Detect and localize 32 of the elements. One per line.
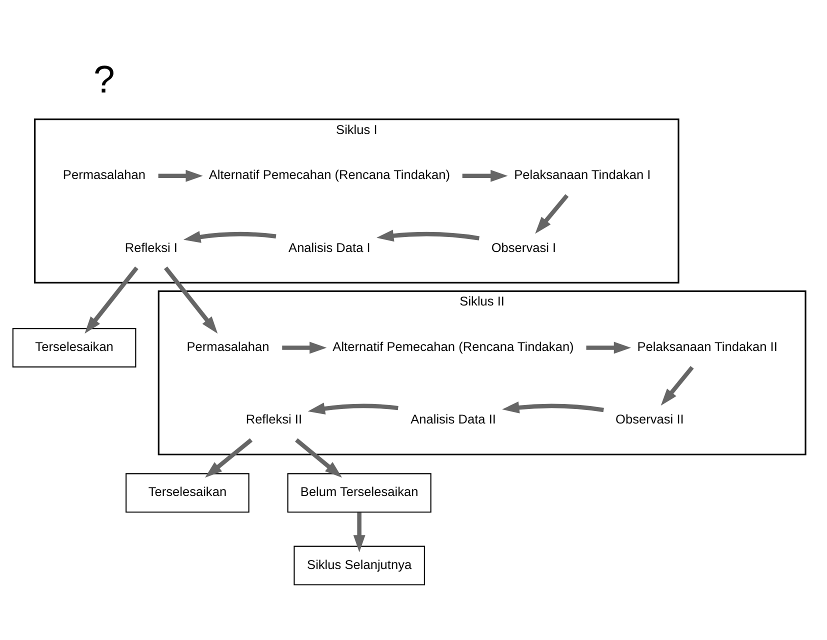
arrow — [376, 230, 480, 242]
arrow — [586, 342, 632, 354]
node-text: Observasi I — [491, 240, 556, 255]
node-box: Belum Terselesaikan — [287, 473, 432, 513]
arrow — [158, 170, 203, 182]
node-text: Permasalahan — [62, 167, 146, 182]
arrow — [183, 231, 276, 243]
node-text: Permasalahan — [186, 339, 270, 354]
node-box: Terselesaikan — [12, 328, 136, 368]
node-text: Alternatif Pemecahan (Rencana Tindakan) — [208, 167, 450, 182]
arrow — [462, 170, 508, 182]
arrow — [205, 438, 253, 478]
node-box: Terselesaikan — [126, 473, 250, 513]
node-box: Siklus Selanjutnya — [294, 546, 425, 586]
arrow — [308, 402, 398, 415]
arrow — [660, 366, 694, 406]
node-text: Analisis Data II — [410, 412, 496, 427]
label: ? — [94, 58, 115, 102]
node-text: Pelaksanaan Tindakan II — [637, 339, 778, 354]
arrow — [353, 512, 366, 552]
arrow — [282, 342, 327, 354]
node-text: Alternatif Pemecahan (Rencana Tindakan) — [332, 339, 574, 354]
arrow — [84, 266, 138, 334]
node-text: Refleksi II — [246, 412, 302, 427]
node-text: Analisis Data I — [288, 240, 370, 255]
arrow — [535, 194, 569, 234]
node-text: Refleksi I — [124, 240, 178, 255]
arrow — [164, 266, 218, 334]
node-text: Pelaksanaan Tindakan I — [514, 167, 651, 182]
node-text: Observasi II — [616, 412, 684, 427]
arrow — [295, 438, 342, 478]
arrow — [502, 402, 604, 414]
